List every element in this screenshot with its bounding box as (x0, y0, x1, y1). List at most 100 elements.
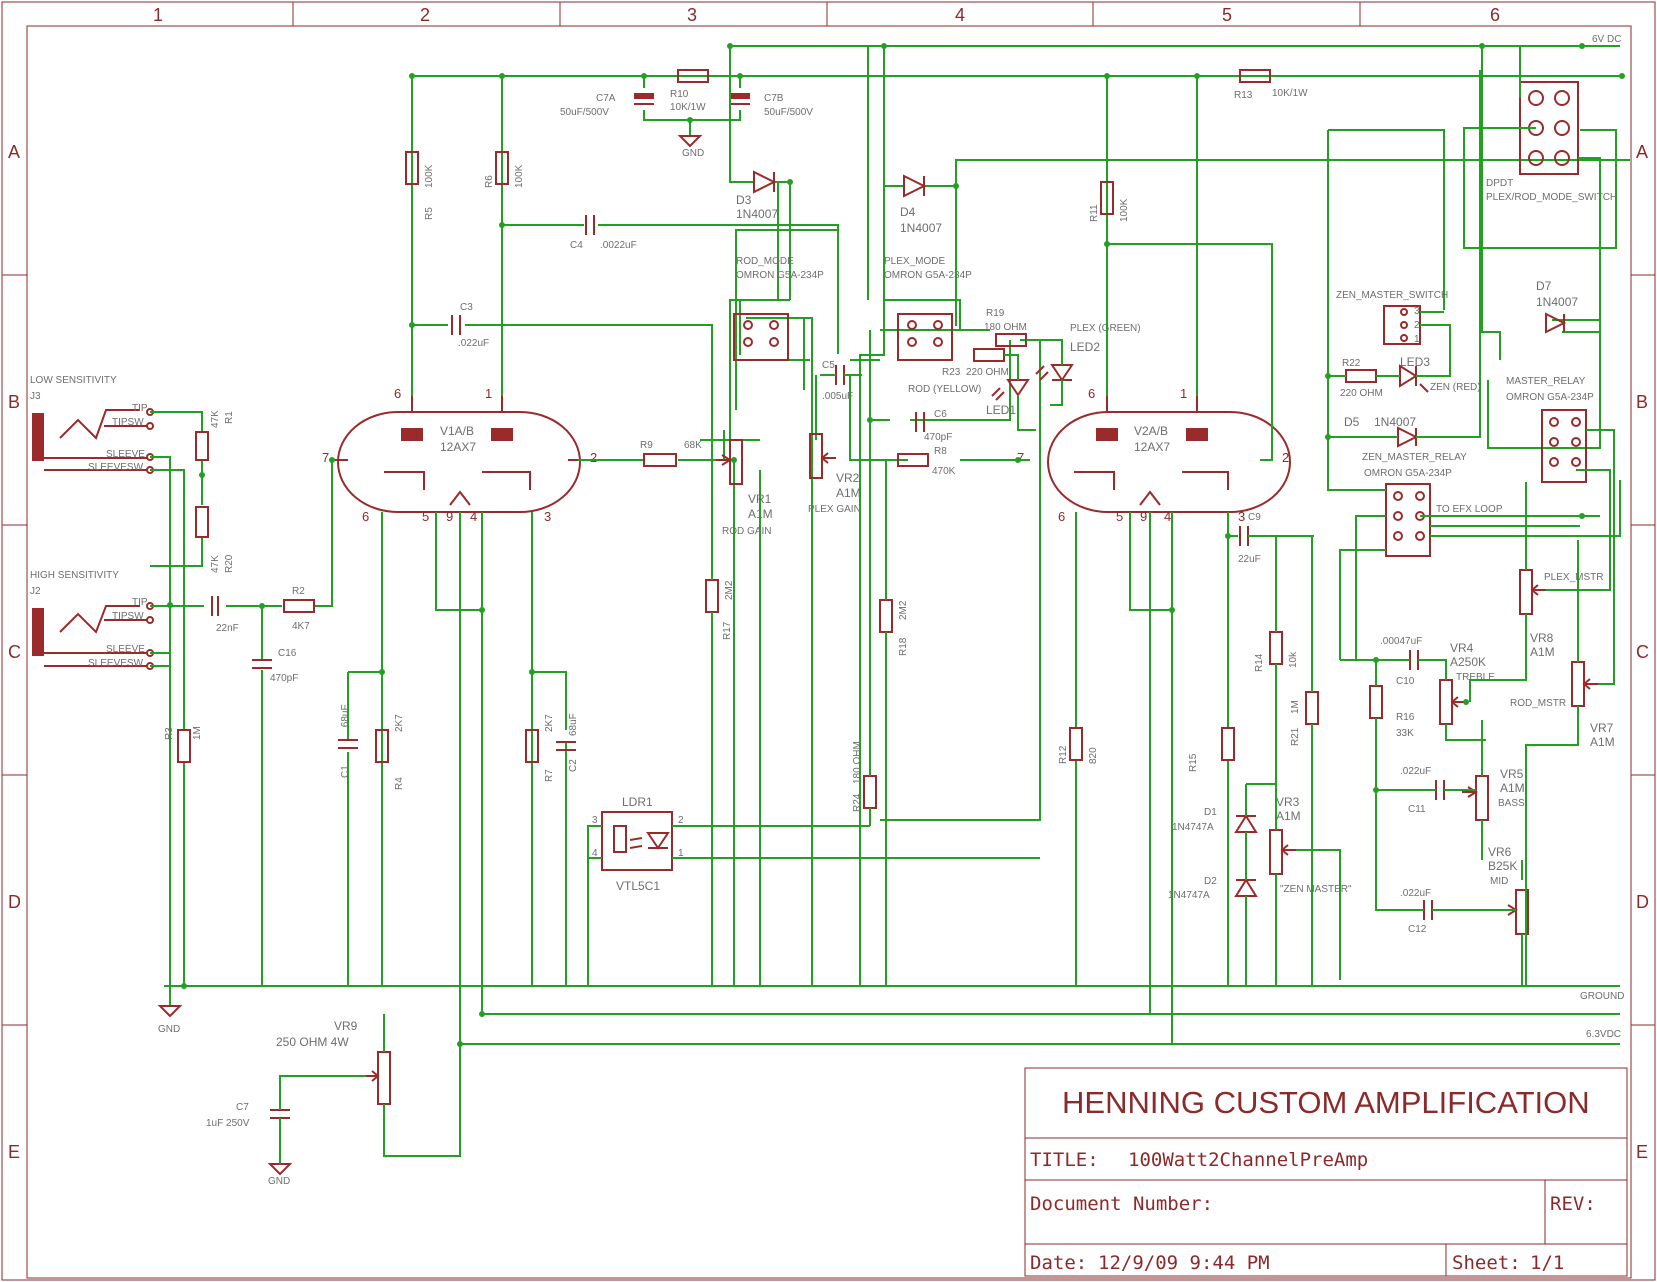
r8-ref: R8 (934, 446, 947, 457)
d2-ref: D2 (1204, 876, 1217, 887)
zone-row-d: D (8, 892, 21, 912)
r20-value: 47K (210, 555, 221, 573)
vr1-value: A1M (748, 507, 773, 521)
pot-vr8 (1519, 569, 1546, 615)
plex-mode-title: PLEX_MODE (884, 256, 945, 267)
power-rails (164, 43, 1625, 1045)
v1-pin2: 2 (590, 450, 597, 465)
pot-vr2 (809, 433, 836, 479)
diode-d4 (903, 174, 927, 198)
gnd-bottom-label: GND (268, 1176, 290, 1187)
capacitor-input (211, 596, 219, 616)
led3-name: ZEN (RED) (1430, 382, 1481, 393)
c7a-ref: C7A (596, 93, 616, 104)
r13-ref: R13 (1234, 90, 1253, 101)
resistor-r22 (1345, 369, 1377, 383)
vr3-value: A1M (1276, 809, 1301, 823)
resistor-r11 (1100, 181, 1114, 215)
zone-labels: 1 2 3 4 5 6 A B C D E A B C D E (8, 5, 1649, 1162)
r6-value: 100K (514, 164, 525, 188)
zone-col-2: 2 (420, 5, 430, 25)
relay-zen-master (1385, 483, 1431, 557)
title-block-date-value: 12/9/09 9:44 PM (1098, 1252, 1270, 1274)
resistor-r3 (177, 729, 191, 763)
r23-value: 220 OHM (966, 367, 1009, 378)
v2-pin2: 2 (1282, 450, 1289, 465)
tone-wiring (1355, 540, 1523, 986)
vr7-ref: VR7 (1590, 721, 1614, 735)
resistor-r24 (863, 775, 877, 809)
title-block-date-label: Date: (1030, 1252, 1087, 1274)
j2-tip: TIP (132, 597, 148, 608)
r7-ref: R7 (544, 769, 555, 782)
r14-value: 10k (1288, 651, 1299, 668)
vr4-name: TREBLE (1456, 672, 1495, 683)
j2-tipsw: TIPSW (112, 611, 144, 622)
filter-section (634, 69, 750, 148)
d5-value: 1N4007 (1374, 415, 1416, 429)
c7-ref: C7 (236, 1102, 249, 1113)
c16-value: 470pF (270, 673, 298, 684)
d5-ref: D5 (1344, 415, 1360, 429)
v1-pin9: 9 (446, 509, 453, 524)
c5-ref: C5 (822, 360, 835, 371)
d3-ref: D3 (736, 193, 752, 207)
c2-value: 68uF (568, 713, 579, 736)
zen-relay-title: ZEN_MASTER_RELAY (1362, 452, 1467, 463)
r11-value: 100K (1119, 198, 1130, 222)
led2-ref: LED2 (1070, 340, 1100, 354)
r22-ref: R22 (1342, 358, 1361, 369)
r8-value: 470K (932, 466, 956, 477)
ldr1-pin1: 1 (678, 848, 684, 859)
capacitor-c5 (835, 365, 845, 385)
tube-v1 (332, 396, 581, 513)
zen-switch-pin2: 2 (1414, 320, 1420, 331)
v1-pin1: 1 (485, 386, 492, 401)
title-block-rev-label: REV: (1550, 1193, 1596, 1215)
c3-value: .022uF (458, 338, 489, 349)
ldr-wiring (587, 825, 1040, 986)
resistor-r7 (525, 729, 539, 763)
capacitor-c10 (1409, 650, 1419, 670)
resistor-r23 (973, 348, 1005, 362)
d7-value: 1N4007 (1536, 295, 1578, 309)
title-block-sheet-label: Sheet: (1452, 1252, 1521, 1274)
rod-mode-part: OMRON G5A-234P (736, 270, 824, 281)
title-block-title-value: 100Watt2ChannelPreAmp (1128, 1149, 1368, 1171)
j3-sleevesw: SLEEVESW (88, 462, 144, 473)
led-led3 (1399, 364, 1429, 393)
pot-vr9 (366, 1051, 391, 1105)
r24-ref: R24 (852, 793, 863, 812)
input-jack-j3 (32, 408, 154, 474)
c6-value: 470pF (924, 432, 952, 443)
gnd-left-label: GND (158, 1024, 180, 1035)
vr7-name: ROD_MSTR (1510, 698, 1566, 709)
r18-ref: R18 (898, 637, 909, 656)
v2-pin6: 6 (1088, 386, 1095, 401)
c10-ref: C10 (1396, 676, 1415, 687)
capacitor-c4 (585, 215, 595, 235)
c7-value: 1uF 250V (206, 1118, 250, 1129)
vr2-value: A1M (836, 486, 861, 500)
zener-d2 (1234, 878, 1258, 897)
c7a-value: 50uF/500V (560, 107, 609, 118)
v2-pin4: 4 (1164, 509, 1171, 524)
title-block-doc-label: Document Number: (1030, 1193, 1213, 1215)
resistor-r16 (1369, 685, 1383, 719)
r5-value: 100K (424, 164, 435, 188)
zone-row-c: C (8, 642, 21, 662)
ldr1-pin4: 4 (592, 848, 598, 859)
v1-pin5: 5 (422, 509, 429, 524)
led-led2 (1035, 364, 1074, 382)
resistor-r14 (1269, 631, 1283, 665)
r9-value: 68K (684, 440, 702, 451)
r17-value: 2M2 (724, 580, 735, 600)
r23-ref: R23 (942, 367, 961, 378)
pot-vr6 (1502, 889, 1529, 935)
vr5-ref: VR5 (1500, 767, 1524, 781)
pot-vr7 (1571, 661, 1598, 707)
rail-63v-label: 6.3VDC (1586, 1029, 1621, 1040)
led1-ref: LED1 (986, 403, 1016, 417)
